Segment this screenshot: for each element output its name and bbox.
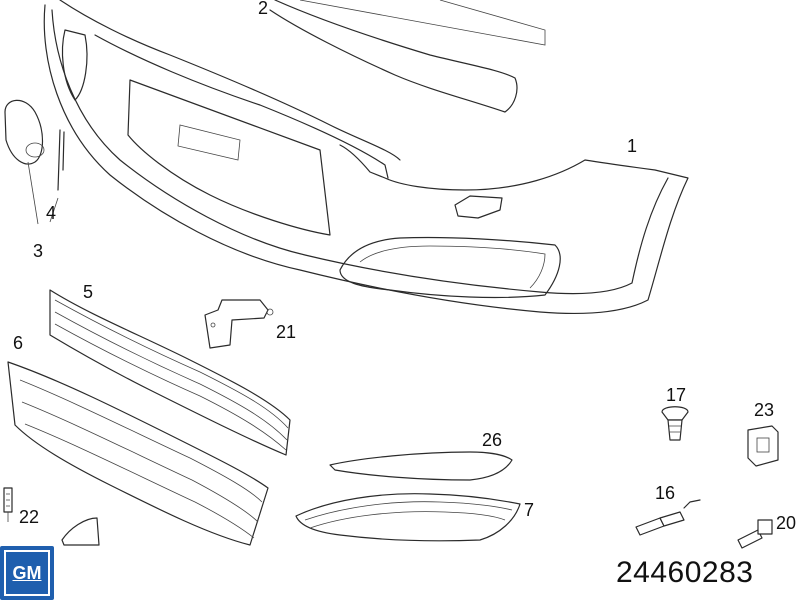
- fog-lamp-cap: [4, 99, 65, 225]
- lower-grille: [7, 361, 269, 546]
- lower-trim-grille: [295, 493, 521, 542]
- part-label-21: 21: [276, 322, 297, 342]
- trim-strip: [329, 451, 513, 481]
- upper-grille: [49, 289, 291, 456]
- upper-support-strip: [269, 0, 546, 113]
- part-label-7: 7: [524, 500, 535, 520]
- nut-clip: [747, 425, 779, 467]
- part-label-17: 17: [666, 385, 687, 405]
- part-label-22: 22: [19, 507, 40, 527]
- push-clip: [661, 406, 689, 441]
- bumper-cover: [43, 0, 689, 315]
- bracket: [204, 299, 274, 349]
- gm-logo-text: GM: [12, 562, 42, 583]
- part-label-6: 6: [13, 333, 24, 353]
- gm-logo: GM: [0, 546, 54, 600]
- retaining-pin: [3, 487, 13, 522]
- part-label-16: 16: [655, 483, 676, 503]
- part-label-2: 2: [258, 0, 269, 18]
- part-label-5: 5: [83, 282, 94, 302]
- long-bolt: [635, 499, 701, 536]
- part-label-26: 26: [482, 430, 503, 450]
- part-label-3: 3: [33, 241, 44, 261]
- gm-logo-frame: GM: [4, 550, 50, 596]
- side-deflector: [61, 517, 100, 546]
- part-reference-number: 24460283: [616, 556, 754, 589]
- part-label-23: 23: [754, 400, 775, 420]
- part-label-4: 4: [46, 203, 57, 223]
- part-label-1: 1: [627, 136, 638, 156]
- part-label-20: 20: [776, 513, 797, 533]
- short-screw: [737, 519, 773, 549]
